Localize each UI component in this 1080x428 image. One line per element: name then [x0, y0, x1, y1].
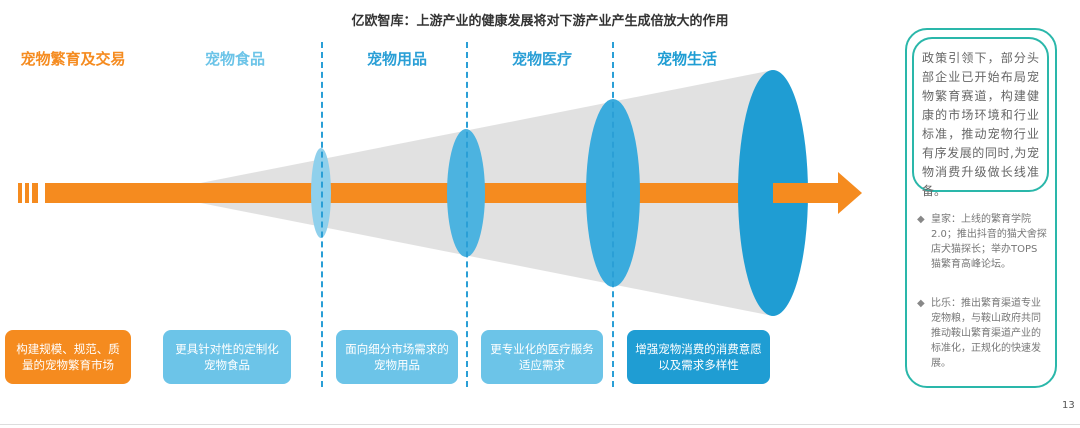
note-royal-canin: ◆ 皇家：上线的繁育学院2.0；推出抖音的猫犬舍探店犬猫探长；举办TOPS猫繁育高…: [917, 212, 1047, 272]
arrow-tail-stripe: [25, 183, 29, 203]
desc-box-food: 更具针对性的定制化宠物食品: [163, 330, 291, 384]
stage-header-life: 宠物生活: [656, 50, 717, 68]
page-title: 亿欧智库：上游产业的健康发展将对下游产业产生成倍放大的作用: [351, 14, 729, 29]
diamond-bullet-icon: ◆: [917, 298, 925, 309]
growth-arrow-diagram: [18, 70, 862, 316]
desc-box-medical: 更专业化的医疗服务适应需求: [481, 330, 603, 384]
side-summary: 政策引领下，部分头部企业已开始布局宠物繁育赛道，构建健康的市场环境和行业标准，推…: [912, 37, 1049, 198]
divider: [466, 42, 468, 387]
note-text: 比乐：推出繁育渠道专业宠物粮，与鞍山政府共同推动鞍山繁育渠道产业的标准化，正规化…: [931, 298, 1041, 369]
divider: [321, 42, 323, 387]
side-panel: [905, 28, 1057, 388]
desc-box-life: 增强宠物消费的消费意愿以及需求多样性: [627, 330, 770, 384]
stage-header-medical: 宠物医疗: [511, 50, 572, 68]
stage-header-supplies: 宠物用品: [366, 50, 427, 68]
arrow-shaft: [45, 183, 840, 203]
divider: [612, 42, 614, 387]
footer-divider: [0, 424, 1080, 425]
desc-box-breeding: 构建规模、规范、质量的宠物繁育市场: [5, 330, 131, 384]
page-number: 13: [1062, 400, 1075, 411]
stage-header-breeding: 宠物繁育及交易: [20, 50, 126, 68]
desc-box-supplies: 面向细分市场需求的宠物用品: [336, 330, 458, 384]
arrow-shaft-front: [773, 183, 840, 203]
stage-header-food: 宠物食品: [204, 50, 265, 68]
arrow-tail-stripe: [32, 183, 38, 203]
note-text: 皇家：上线的繁育学院2.0；推出抖音的猫犬舍探店犬猫探长；举办TOPS猫繁育高峰…: [931, 214, 1047, 270]
arrow-tail-stripe: [18, 183, 22, 203]
note-bile: ◆ 比乐：推出繁育渠道专业宠物粮，与鞍山政府共同推动鞍山繁育渠道产业的标准化，正规…: [917, 296, 1047, 371]
arrow-head: [838, 172, 862, 214]
diamond-bullet-icon: ◆: [917, 214, 925, 225]
